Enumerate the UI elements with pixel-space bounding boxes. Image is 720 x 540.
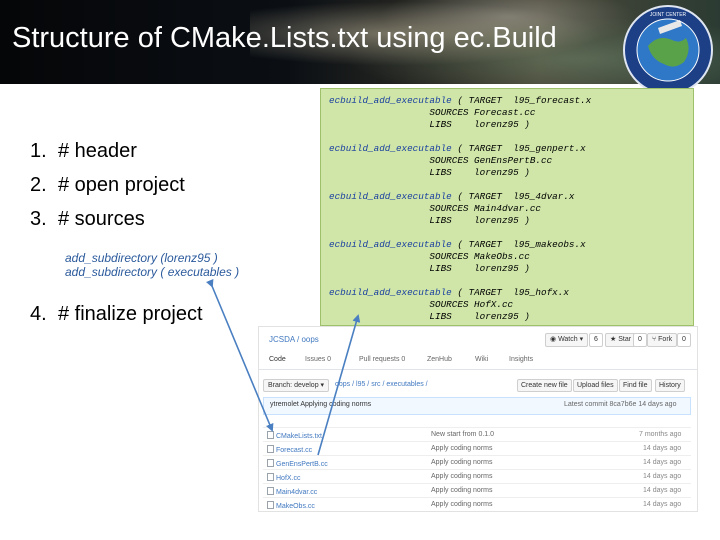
fork-button[interactable]: ⑂ Fork [647, 333, 678, 347]
file-commit-message[interactable]: New start from 0.1.0 [431, 431, 495, 438]
repo-tabs: Code Issues 0 Pull requests 0 ZenHub Wik… [259, 353, 697, 370]
code-block: ecbuild_add_executable ( TARGET l95_genp… [329, 143, 586, 178]
file-commit-message[interactable]: Apply coding norms [431, 487, 493, 494]
list-item: 2.# open project [30, 174, 185, 196]
tab-issues[interactable]: Issues 0 [305, 356, 332, 363]
table-row: Main4dvar.cc Apply coding norms 14 days … [263, 483, 691, 497]
file-commit-message[interactable]: Apply coding norms [431, 459, 493, 466]
file-icon [267, 445, 274, 453]
fork-count[interactable]: 0 [677, 333, 691, 347]
code-block: ecbuild_add_executable ( TARGET l95_hofx… [329, 287, 569, 322]
file-link[interactable]: CMakeLists.txt [267, 431, 322, 440]
table-row: GenEnsPertB.cc Apply coding norms 14 day… [263, 455, 691, 469]
tab-wiki[interactable]: Wiki [475, 356, 489, 363]
page-title: Structure of CMake.Lists.txt using ec.Bu… [12, 22, 557, 54]
file-link[interactable]: MakeObs.cc [267, 501, 315, 510]
history-button[interactable]: History [655, 379, 685, 392]
tab-zenhub[interactable]: ZenHub [427, 356, 452, 363]
file-commit-message[interactable]: Apply coding norms [431, 445, 493, 452]
tab-code[interactable]: Code [269, 356, 286, 363]
file-commit-message[interactable]: Apply coding norms [431, 473, 493, 480]
file-link[interactable]: GenEnsPertB.cc [267, 459, 328, 468]
file-icon [267, 473, 274, 481]
file-icon [267, 431, 274, 439]
file-path-breadcrumb[interactable]: oops / l95 / src / executables / [335, 381, 428, 388]
table-row: Forecast.cc Apply coding norms 14 days a… [263, 441, 691, 455]
table-row: CMakeLists.txt New start from 0.1.0 7 mo… [263, 427, 691, 441]
list-item: 4.# finalize project [30, 303, 203, 325]
file-age: 14 days ago [643, 473, 682, 480]
watch-button[interactable]: ◉ Watch ▾ [545, 333, 589, 347]
commit-message[interactable]: ytremolet Applying coding norms [270, 401, 372, 408]
fork-icon: ⑂ [652, 336, 659, 343]
create-new-file-button[interactable]: Create new file [517, 379, 572, 392]
file-link[interactable]: Main4dvar.cc [267, 487, 317, 496]
jcsda-seal-logo: JOINT CENTER [623, 5, 713, 95]
star-count[interactable]: 0 [633, 333, 647, 347]
latest-commit-info[interactable]: Latest commit 8ca7b6e 14 days ago [564, 401, 677, 408]
file-commit-message[interactable]: Apply coding norms [431, 501, 493, 508]
file-icon [267, 501, 274, 509]
star-icon: ★ [610, 336, 619, 343]
table-row: MakeObs.cc Apply coding norms 14 days ag… [263, 497, 691, 511]
upload-files-button[interactable]: Upload files [573, 379, 618, 392]
file-age: 14 days ago [643, 459, 682, 466]
tab-pull-requests[interactable]: Pull requests 0 [359, 356, 406, 363]
list-item: 3.# sources [30, 208, 145, 230]
tab-insights[interactable]: Insights [509, 356, 534, 363]
latest-commit-bar: ytremolet Applying coding norms Latest c… [263, 397, 691, 415]
code-block: ecbuild_add_executable ( TARGET l95_make… [329, 239, 586, 274]
subdirectory-line: add_subdirectory ( executables ) [65, 265, 240, 279]
star-button[interactable]: ★ Star [605, 333, 637, 347]
github-repo-screenshot: JCSDA / oops ◉ Watch ▾ 6 ★ Star 0 ⑂ Fork… [258, 326, 698, 512]
file-icon [267, 459, 274, 467]
branch-selector[interactable]: Branch: develop ▾ [263, 379, 330, 392]
file-icon [267, 487, 274, 495]
subdirectory-line: add_subdirectory (lorenz95 ) [65, 251, 218, 265]
title-bar: Structure of CMake.Lists.txt using ec.Bu… [0, 0, 720, 84]
file-link[interactable]: HofX.cc [267, 473, 301, 482]
file-link[interactable]: Forecast.cc [267, 445, 312, 454]
file-age: 14 days ago [643, 501, 682, 508]
code-block: ecbuild_add_executable ( TARGET l95_4dva… [329, 191, 575, 226]
code-block: ecbuild_add_executable ( TARGET l95_fore… [329, 95, 592, 130]
find-file-button[interactable]: Find file [619, 379, 652, 392]
svg-text:JOINT CENTER: JOINT CENTER [650, 12, 687, 18]
watch-count[interactable]: 6 [589, 333, 603, 347]
eye-icon: ◉ [550, 336, 559, 343]
file-age: 14 days ago [643, 445, 682, 452]
cmake-code-box: ecbuild_add_executable ( TARGET l95_fore… [320, 88, 694, 326]
file-age: 14 days ago [643, 487, 682, 494]
file-age: 7 months ago [639, 431, 682, 438]
repo-breadcrumb[interactable]: JCSDA / oops [269, 335, 319, 344]
table-row: HofX.cc Apply coding norms 14 days ago [263, 469, 691, 483]
list-item: 1.# header [30, 140, 137, 162]
